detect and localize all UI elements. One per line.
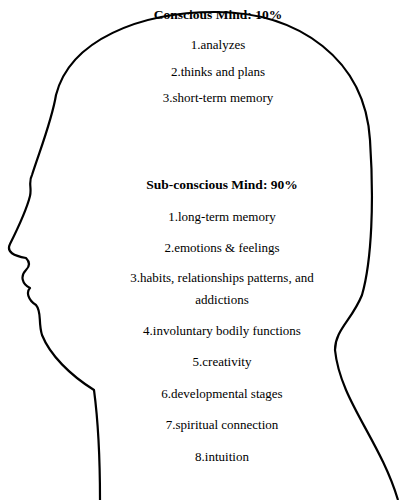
list-item: 4.involuntary bodily functions [102, 320, 342, 342]
head-line [9, 12, 398, 500]
list-item: 5.creativity [102, 351, 342, 373]
list-item: 2.emotions & feelings [102, 237, 342, 259]
section-heading: Conscious Mind: 10% [88, 4, 348, 26]
list-item: 1.long-term memory [102, 206, 342, 228]
list-item: 7.spiritual connection [102, 414, 342, 436]
list-item: 3.habits, relationships patterns, and ad… [127, 267, 317, 311]
list-item: 3.short-term memory [98, 87, 338, 109]
list-item: 1.analyzes [98, 34, 338, 56]
list-item: 8.intuition [102, 446, 342, 468]
section-heading: Sub-conscious Mind: 90% [92, 174, 352, 196]
list-item: 6.developmental stages [102, 383, 342, 405]
list-item: 2.thinks and plans [98, 61, 338, 83]
